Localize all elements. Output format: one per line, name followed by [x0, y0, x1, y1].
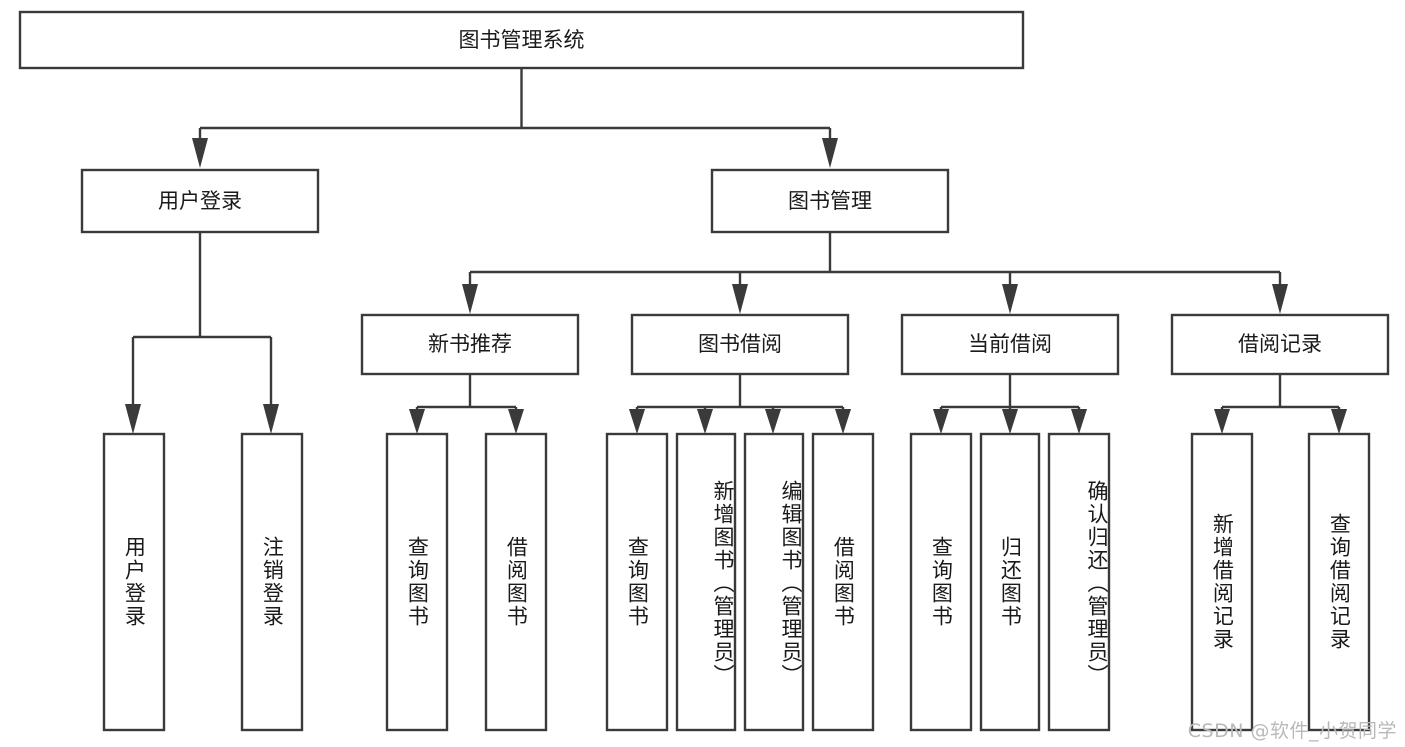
- node-leaf-confirm-return-box[interactable]: [1047, 432, 1111, 732]
- arrow-head-leaf-add-record: [1214, 409, 1230, 434]
- node-leaf-logout-box[interactable]: [240, 432, 304, 732]
- node-borrow-record-box[interactable]: [1170, 313, 1390, 376]
- connector-layer: [125, 68, 1347, 434]
- arrow-head-new-book-recommend: [462, 284, 478, 314]
- node-leaf-query-book-3-box[interactable]: [909, 432, 973, 732]
- node-leaf-return-book-box[interactable]: [979, 432, 1041, 732]
- arrow-head-user-login: [192, 138, 208, 168]
- node-leaf-add-record-box[interactable]: [1190, 432, 1254, 732]
- arrow-head-leaf-query-book-2: [629, 409, 645, 434]
- arrow-head-leaf-borrow-book-2: [835, 409, 851, 434]
- node-leaf-add-book-box[interactable]: [675, 432, 737, 732]
- csdn-watermark: CSDN @软件_小贺同学: [1187, 720, 1397, 742]
- node-leaf-borrow-book-2-box[interactable]: [811, 432, 875, 732]
- node-user-login-label: 用户登录: [158, 189, 242, 213]
- arrow-head-leaf-logout: [263, 404, 279, 434]
- node-book-borrow[interactable]: 图书借阅: [630, 313, 850, 376]
- arrow-head-leaf-borrow-book-1: [508, 409, 524, 434]
- node-new-book-recommend-label: 新书推荐: [428, 332, 512, 356]
- node-root[interactable]: 图书管理系统: [18, 10, 1025, 70]
- arrow-head-leaf-return-book: [1002, 409, 1018, 434]
- arrow-head-leaf-edit-book: [765, 409, 781, 434]
- node-current-borrow[interactable]: 当前借阅: [900, 313, 1120, 376]
- arrow-head-leaf-confirm-return: [1071, 409, 1087, 434]
- arrow-head-leaf-add-book: [697, 409, 713, 434]
- node-borrow-record-label: 借阅记录: [1238, 332, 1322, 356]
- node-current-borrow-box[interactable]: [900, 313, 1120, 376]
- node-leaf-query-record-box[interactable]: [1307, 432, 1371, 732]
- node-leaf-borrow-book-1-box[interactable]: [484, 432, 548, 732]
- node-book-borrow-box[interactable]: [630, 313, 850, 376]
- arrow-head-current-borrow: [1002, 284, 1018, 314]
- arrow-head-borrow-record: [1272, 284, 1288, 314]
- node-book-manage-box[interactable]: [710, 168, 950, 234]
- node-book-borrow-label: 图书借阅: [698, 332, 782, 356]
- arrow-head-leaf-query-record: [1331, 409, 1347, 434]
- node-root-label: 图书管理系统: [459, 28, 585, 52]
- node-leaf-edit-book-box[interactable]: [743, 432, 805, 732]
- node-current-borrow-label: 当前借阅: [968, 332, 1052, 356]
- node-user-login[interactable]: 用户登录: [80, 168, 320, 234]
- node-root-box[interactable]: [18, 10, 1025, 70]
- node-leaf-user-login-box[interactable]: [102, 432, 166, 732]
- node-book-manage[interactable]: 图书管理: [710, 168, 950, 234]
- node-new-book-recommend-box[interactable]: [360, 313, 580, 376]
- arrow-head-book-borrow: [732, 284, 748, 314]
- node-new-book-recommend[interactable]: 新书推荐: [360, 313, 580, 376]
- arrow-head-leaf-user-login: [125, 404, 141, 434]
- node-user-login-box[interactable]: [80, 168, 320, 234]
- arrow-head-book-manage: [822, 138, 838, 168]
- node-borrow-record[interactable]: 借阅记录: [1170, 313, 1390, 376]
- node-leaf-query-book-1-box[interactable]: [385, 432, 449, 732]
- arrow-head-leaf-query-book-1: [409, 409, 425, 434]
- node-leaf-query-book-2-box[interactable]: [605, 432, 669, 732]
- node-book-manage-label: 图书管理: [788, 189, 872, 213]
- arrow-head-leaf-query-book-3: [933, 409, 949, 434]
- leaf-box-layer: [102, 432, 1371, 732]
